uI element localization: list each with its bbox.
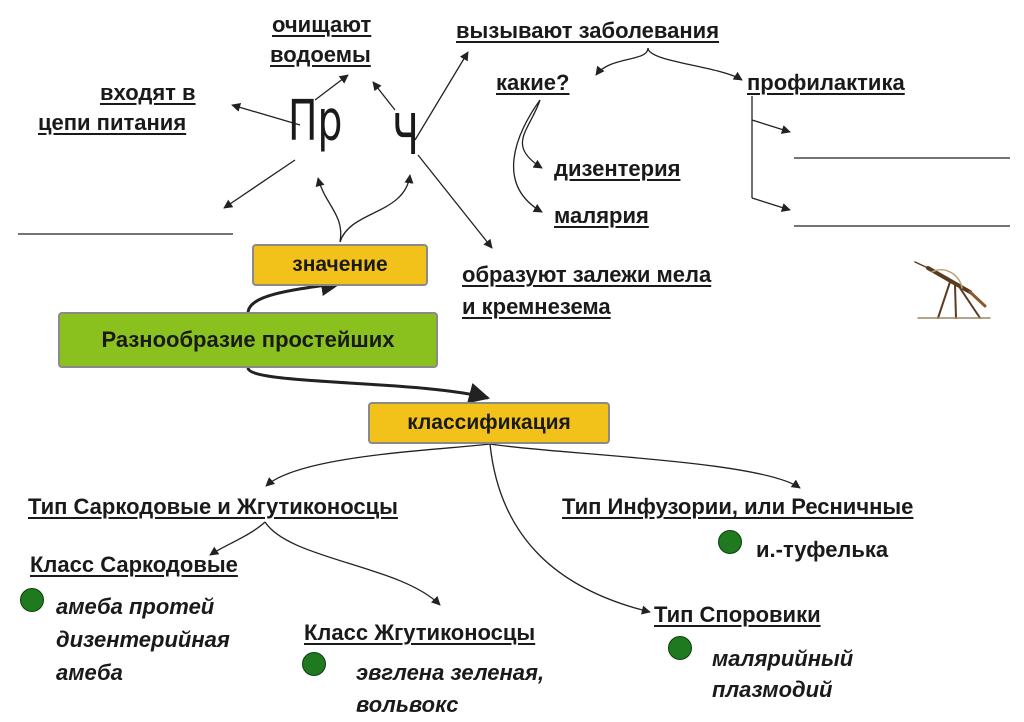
sarcodina-example-1: амеба протей [56, 594, 215, 619]
class-sarcodina-title: Класс Саркодовые [30, 552, 238, 577]
arrow-type-sarcodina [265, 443, 491, 487]
sporozoa-example-1: малярийный [712, 646, 854, 671]
meaning-box: значение [252, 244, 428, 286]
bullet-dot [718, 530, 742, 554]
symbol-pr: Пр [288, 89, 343, 154]
arrow-center-classification [246, 367, 491, 404]
type-sarcodina-title: Тип Саркодовые и Жгутиконосцы [28, 494, 398, 519]
arrow-class-flagellates [264, 521, 441, 606]
sporozoa-example-2: плазмодий [712, 677, 833, 702]
chalk-line2: и кремнезема [462, 294, 611, 319]
arrow-class-sarcodina [209, 521, 266, 556]
type-ciliates-title: Тип Инфузории, или Ресничные [562, 494, 914, 519]
arrow-malaria [512, 99, 543, 213]
food-chain-line1: входят в [100, 80, 196, 105]
disease-malaria: малярия [554, 203, 649, 228]
clean-water-line1: очищают [272, 12, 372, 37]
prevention-label: профилактика [747, 70, 905, 95]
sarcodina-example-3: амеба [56, 660, 123, 685]
bullet-dot [20, 588, 44, 612]
arrow-clean-water-ch [372, 81, 396, 111]
arrow-food-chain [231, 102, 301, 126]
arrow-prevention-1 [751, 119, 791, 134]
arrow-to-ch [339, 174, 414, 243]
arrow-blank-left [223, 159, 296, 209]
clean-water-line2: водоемы [270, 42, 371, 67]
flagellates-example-1: эвглена зеленая, [356, 660, 545, 685]
mosquito-icon [914, 261, 991, 319]
arrow-diseases [414, 51, 469, 141]
arrow-prevention [647, 47, 743, 81]
type-sporozoa-title: Тип Споровики [654, 602, 821, 627]
flagellates-example-2: вольвокс [356, 692, 459, 717]
chalk-line1: образуют залежи мела [462, 262, 712, 287]
bullet-dot [302, 652, 326, 676]
arrow-dysentery [521, 99, 543, 169]
symbol-ch: Ч [392, 103, 419, 168]
arrow-which [595, 47, 649, 76]
arrow-clean-water-pr [314, 74, 349, 101]
class-flagellates-title: Класс Жгутиконосцы [304, 620, 536, 645]
arrow-chalk [417, 154, 493, 249]
food-chain-line2: цепи питания [38, 110, 187, 135]
classification-box: классификация [368, 402, 610, 444]
diseases-label: вызывают заболевания [456, 18, 720, 43]
arrow-type-ciliates [489, 443, 801, 489]
arrow-to-pr [315, 177, 342, 243]
bullet-dot [668, 636, 692, 660]
arrow-prevention-2 [751, 197, 791, 212]
ciliates-example-1: и.-туфелька [756, 537, 889, 562]
which-label: какие? [496, 70, 570, 95]
center-box: Разнообразие простейших [58, 312, 438, 368]
arrow-type-sporozoa [489, 443, 651, 615]
sarcodina-example-2: дизентерийная [56, 627, 230, 652]
arrow-center-meaning [246, 275, 343, 313]
disease-dysentery: дизентерия [554, 156, 681, 181]
